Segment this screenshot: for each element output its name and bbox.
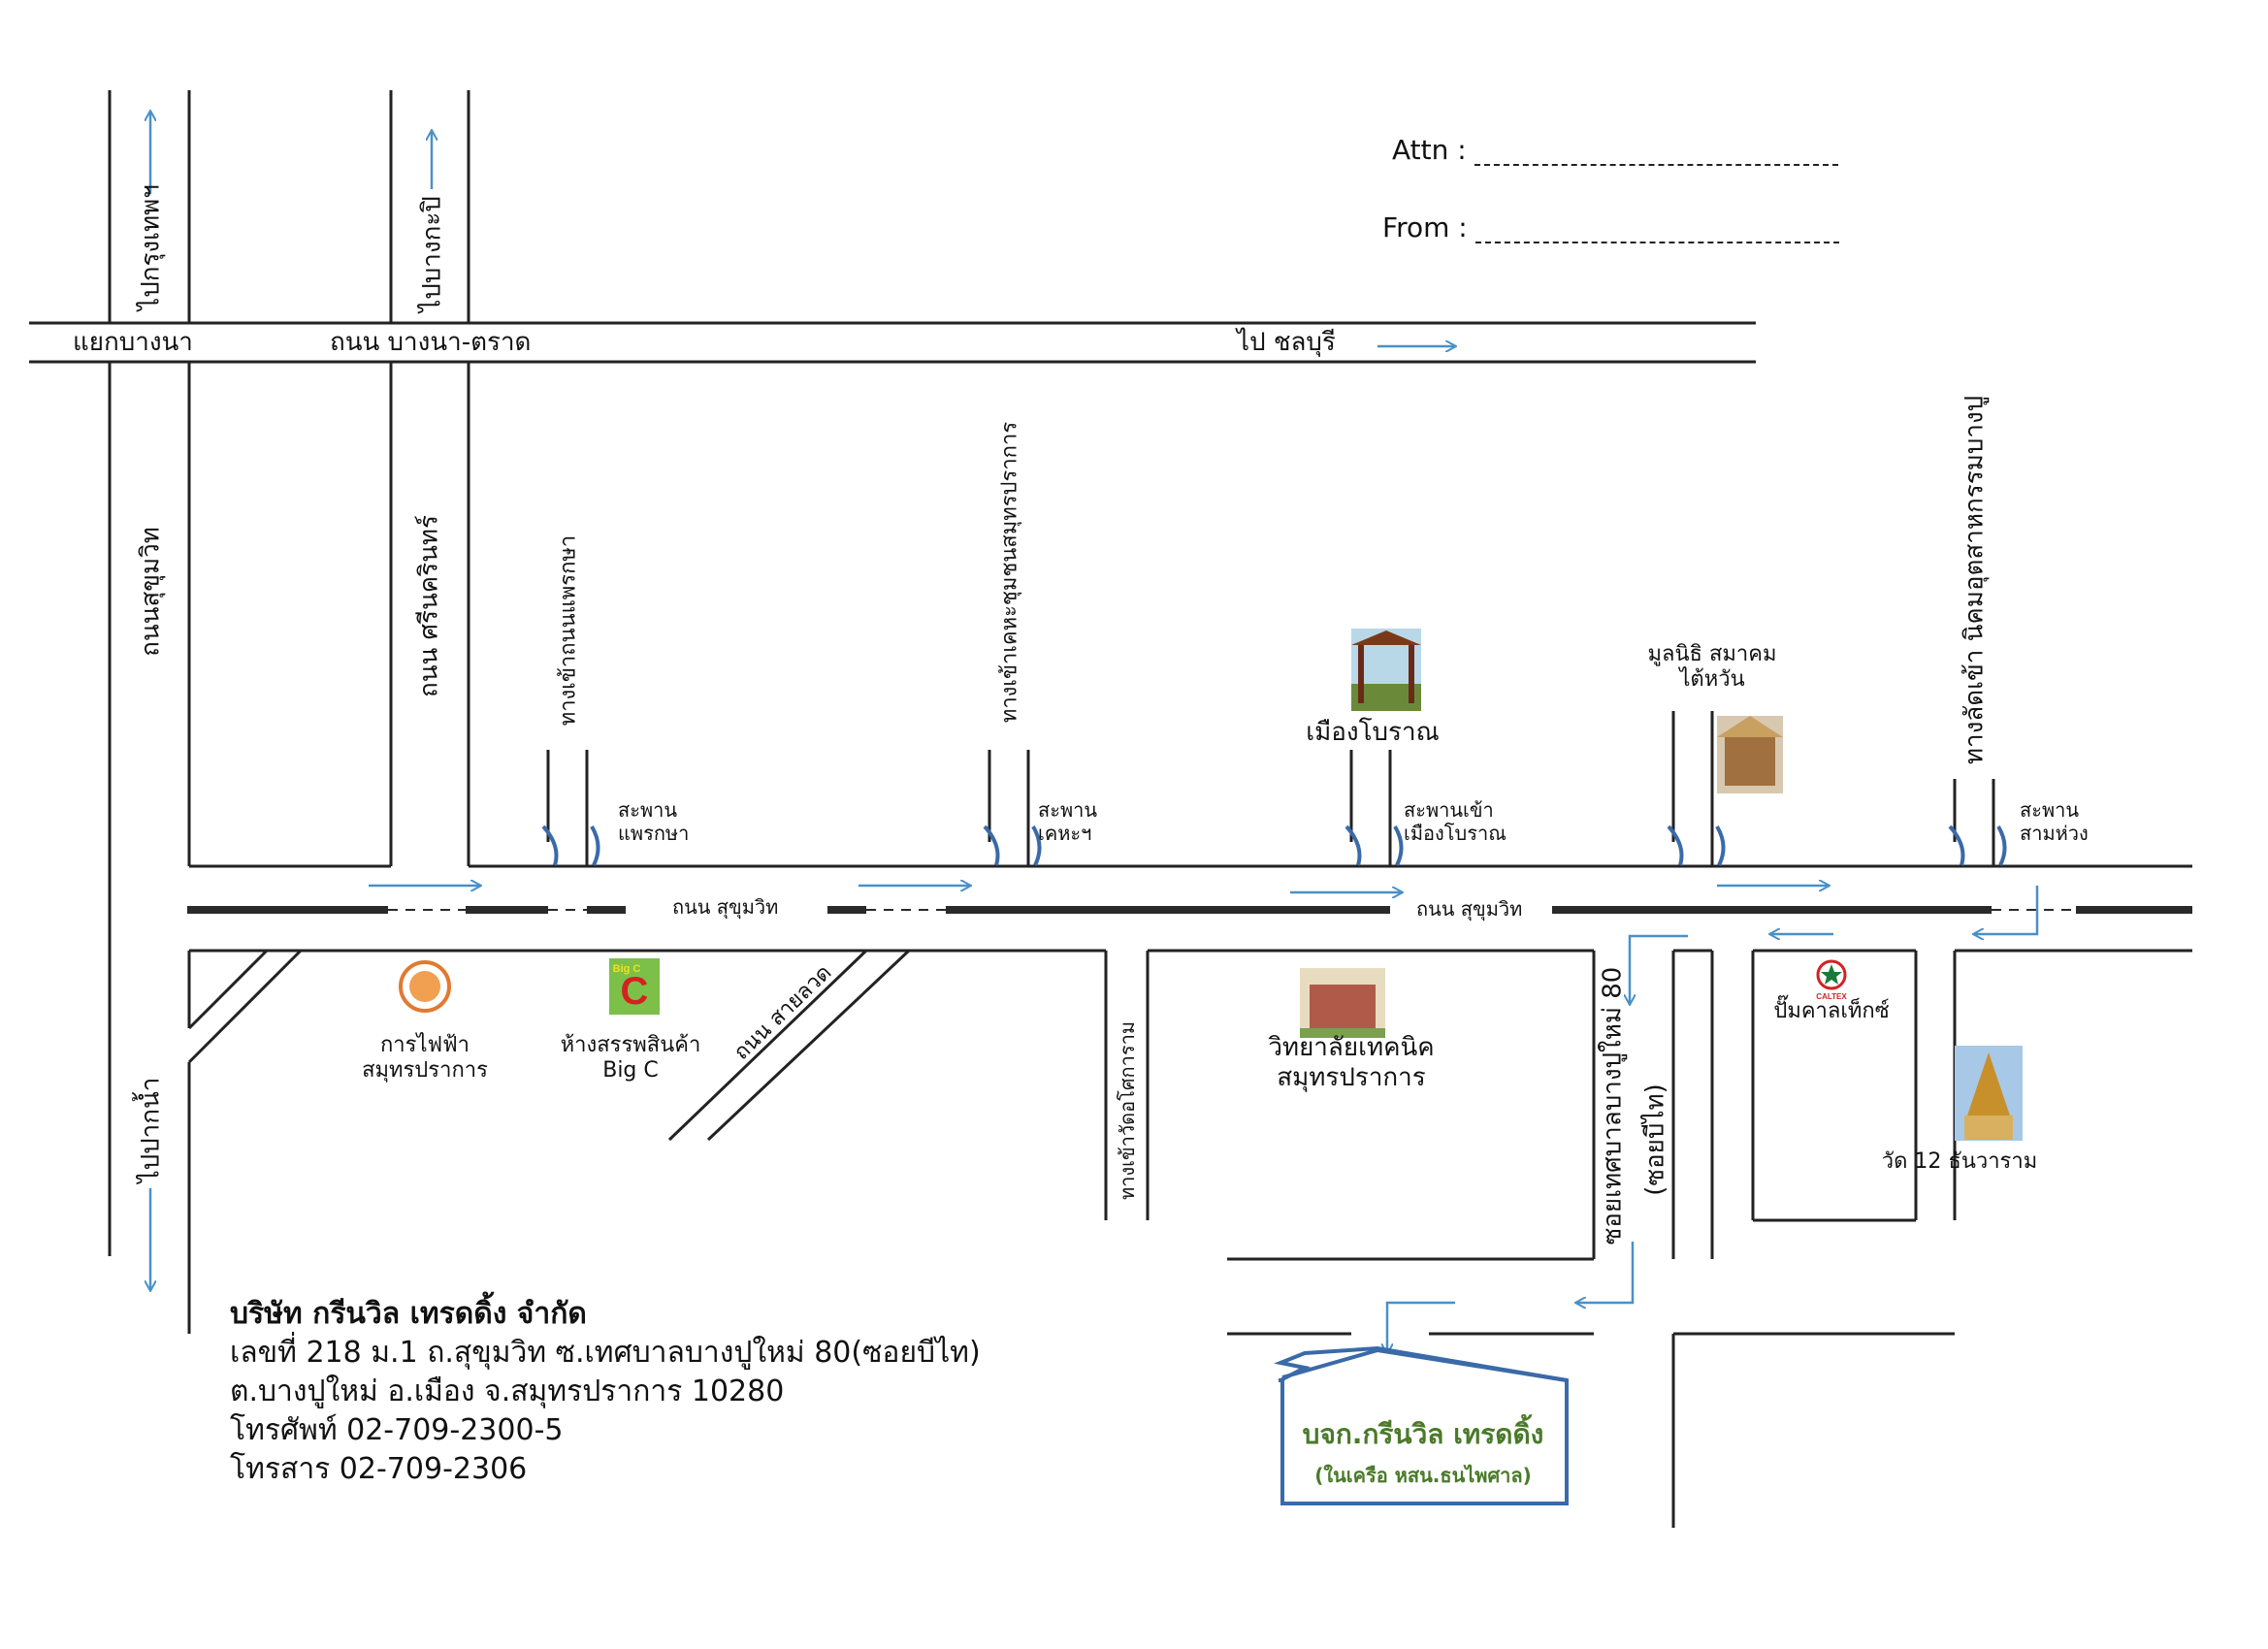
company-name: บริษัท กรีนวิล เทรดดิ้ง จำกัด <box>230 1297 587 1331</box>
bigc-logo-text: Big C <box>613 963 641 975</box>
company-info: บริษัท กรีนวิล เทรดดิ้ง จำกัด เลขที่ 218… <box>230 1295 981 1489</box>
destination-box: บจก.กรีนวิล เทรดดิ้ง (ในเครือ หสน.ธนไพศา… <box>1282 1382 1564 1501</box>
to-paknam-label: ไปปากน้ำ <box>136 1077 166 1183</box>
to-bangkapi-label: ไปบางกะปิ <box>417 196 447 312</box>
college-building-icon <box>1300 968 1385 1038</box>
taiwan-association-label: มูลนิธิ สมาคมไต้หวัน <box>1647 642 1777 693</box>
college-label: วิทยาลัยเทคนิคสมุทรปราการ <box>1268 1033 1435 1093</box>
soi-bangpu-80-label: ซอยเทศบาลบางปูใหม่ 80 <box>1598 966 1628 1245</box>
house-icon <box>1274 1345 1569 1505</box>
muang-boran-gate-icon <box>1351 629 1421 711</box>
from-label: From : <box>1382 211 1468 243</box>
soi-bee-thai-label: (ซอยบีไท) <box>1640 1083 1670 1196</box>
caltex-logo-text: CALTEX <box>1816 992 1847 1001</box>
from-field[interactable]: From : <box>1382 211 1839 243</box>
bridge-arcs <box>541 824 2007 866</box>
kheha-entrance-label: ทางเข้าเคหะชุมชนสมุทรปราการ <box>997 421 1022 724</box>
company-address-1: เลขที่ 218 ม.1 ถ.สุขุมวิท ซ.เทศบาลบางปูใ… <box>230 1336 981 1370</box>
svg-text:C: C <box>621 970 649 1013</box>
road-lines <box>29 90 2192 1528</box>
company-phone: โทรศัพท์ 02-709-2300-5 <box>230 1413 564 1447</box>
bigc-logo-icon: C <box>609 958 660 1015</box>
taiwan-temple-icon <box>1717 716 1783 793</box>
attn-label: Attn : <box>1392 134 1467 166</box>
sukhumvit-vertical-label: ถนนสุขุมวิท <box>136 527 166 657</box>
wat-temple-icon <box>1955 1046 2023 1141</box>
caltex-star-icon <box>1816 959 1847 990</box>
destination-sub: (ในเครือ หสน.ธนไพศาล) <box>1314 1464 1532 1487</box>
company-address-2: ต.บางปูใหม่ อ.เมือง จ.สมุทรปราการ 10280 <box>230 1374 785 1408</box>
bridge-phraeksa-label: สะพานแพรกษา <box>618 798 690 845</box>
sukhumvit-label-2: ถนน สุขุมวิท <box>1416 897 1523 921</box>
bridge-muang-boran-label: สะพานเข้าเมืองโบราณ <box>1404 798 1507 845</box>
bridge-kheha-label: สะพานเคหะฯ <box>1038 798 1098 845</box>
attn-field[interactable]: Attn : <box>1392 134 1838 166</box>
wat-thanwararam-label: วัด 12 ธันวาราม <box>1881 1149 2038 1174</box>
to-chonburi-label: ไป ชลบุรี <box>1237 328 1336 357</box>
direction-arrows <box>150 112 2039 1353</box>
caltex-label: ปั๊มคาลเท็กซ์ <box>1773 999 1890 1023</box>
muang-boran-label: เมืองโบราณ <box>1306 718 1440 747</box>
bangna-trad-label: ถนน บางนา-ตราด <box>330 328 532 357</box>
phraeksa-entrance-label: ทางเข้าถนนแพรกษา <box>556 534 581 727</box>
bangna-junction-label: แยกบางนา <box>73 328 193 357</box>
bangpu-shortcut-label: ทางลัดเข้า นิคมอุตสาหกรรมบางปู <box>1960 395 1990 765</box>
bridge-samhuang-label: สะพานสามห่วง <box>2020 798 2089 845</box>
srinakarin-label: ถนน ศรีนครินทร์ <box>414 514 444 698</box>
pea-label: การไฟฟ้าสมุทรปราการ <box>362 1033 488 1083</box>
sukhumvit-label-1: ถนน สุขุมวิท <box>672 895 779 919</box>
destination-name: บจก.กรีนวิล เทรดดิ้ง <box>1302 1418 1544 1450</box>
company-fax: โทรสาร 02-709-2306 <box>230 1452 528 1486</box>
pea-logo-icon <box>399 960 451 1013</box>
to-krungthep-label: ไปกรุงเทพฯ <box>136 184 166 310</box>
wat-asokaram-label: ทางเข้าวัดอโศการาม <box>1116 1020 1139 1201</box>
